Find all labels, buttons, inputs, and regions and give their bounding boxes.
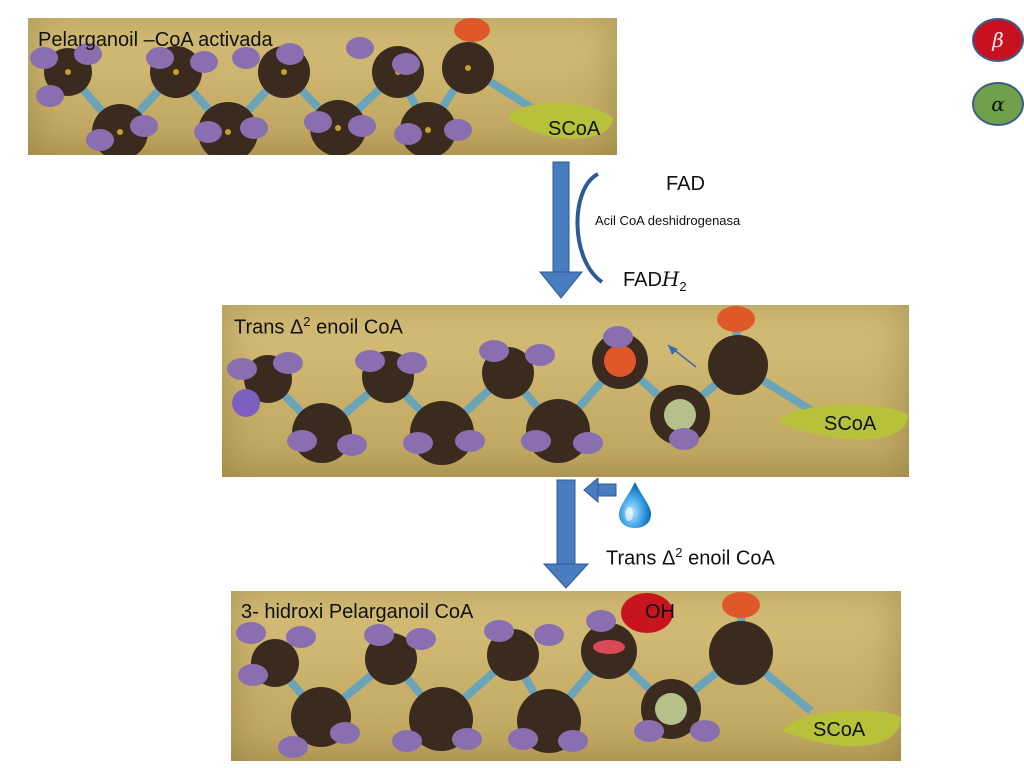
beta-badge: β xyxy=(972,18,1024,62)
fadh2-var: H xyxy=(661,267,680,291)
panel-top-photo: Pelarganoil –CoA activada SCoA xyxy=(28,18,617,155)
step2-substrate-suffix: enoil CoA xyxy=(682,547,775,570)
fadh2-prefix: FAD xyxy=(623,269,662,291)
panel-top-scoa-label: SCoA xyxy=(548,118,601,140)
panel-bottom-photo: 3- hidroxi Pelarganoil CoA OH SCoA xyxy=(231,591,901,761)
water-drop-icon xyxy=(619,482,651,528)
molecule-top xyxy=(30,18,613,155)
panel-bottom-scoa-label: SCoA xyxy=(813,719,866,741)
fad-label: FAD xyxy=(666,173,705,195)
step2-substrate-sup: 2 xyxy=(675,545,683,560)
step2-substrate-label: Trans Δ2 enoil CoA xyxy=(606,545,775,571)
panel-middle-title: Trans Δ2 enoil CoA xyxy=(234,314,403,340)
panel-middle-title-sup: 2 xyxy=(303,314,311,329)
fadh2-label: FADH2 xyxy=(623,267,687,294)
reaction-arrow-1 xyxy=(538,161,604,299)
panel-bottom-title: 3- hidroxi Pelarganoil CoA xyxy=(241,601,474,623)
hydroxyl-label: OH xyxy=(645,601,675,623)
panel-top-title: Pelarganoil –CoA activada xyxy=(38,29,273,51)
panel-middle-photo: Trans Δ2 enoil CoA SCoA xyxy=(222,305,909,477)
molecule-middle xyxy=(227,306,908,465)
panel-middle-title-prefix: Trans Δ xyxy=(234,316,304,339)
step2-substrate-prefix: Trans Δ xyxy=(606,547,676,570)
reaction-arrow-2 xyxy=(542,478,617,589)
fadh2-sub: 2 xyxy=(679,279,687,294)
panel-middle-scoa-label: SCoA xyxy=(824,413,877,435)
enzyme-label: Acil CoA deshidrogenasa xyxy=(595,213,741,228)
molecule-bottom xyxy=(236,592,901,758)
alpha-badge: α xyxy=(972,82,1024,126)
panel-middle-title-suffix: enoil CoA xyxy=(310,316,403,339)
